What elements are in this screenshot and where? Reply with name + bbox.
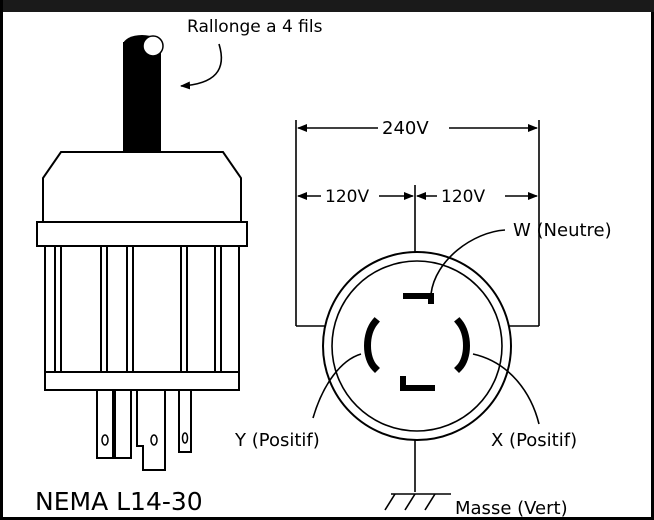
voltage-dimensions (295, 120, 540, 327)
receptacle-face (322, 251, 512, 441)
slot-w-neutral (403, 293, 434, 304)
cord-callout-arrow (180, 43, 223, 90)
slot-y-positive (364, 317, 380, 373)
plug-collar (36, 221, 248, 247)
y-positive-label: Y (Positif) (234, 430, 320, 451)
cord-label: Rallonge a 4 fils (187, 17, 323, 37)
plug-base (44, 371, 240, 391)
plug-illustration (36, 35, 248, 471)
plug-model-label: NEMA L14-30 (35, 487, 203, 516)
plug-prongs (96, 389, 192, 471)
plug-cap (42, 151, 242, 223)
neutral-label: W (Neutre) (513, 220, 612, 241)
voltage-240-label: 240V (382, 118, 429, 139)
voltage-120-right-label: 120V (441, 187, 485, 207)
x-positive-label: X (Positif) (491, 430, 577, 451)
slot-ground (400, 376, 435, 391)
leader-lines (312, 229, 540, 492)
slot-x-positive (454, 317, 470, 373)
header-bar (3, 0, 654, 12)
voltage-120-left-label: 120V (325, 187, 369, 207)
receptacle-inner-ring (331, 260, 503, 432)
ground-symbol-icon (384, 493, 451, 511)
plug-body (44, 245, 240, 373)
cord-end-icon (142, 35, 164, 57)
receptacle-outer-ring (322, 251, 512, 441)
plug-wiring-diagram: Rallonge a 4 fils 240V 120V 120V W (Neut… (35, 17, 612, 519)
ground-label: Masse (Vert) (455, 498, 568, 519)
power-cord (123, 42, 161, 162)
